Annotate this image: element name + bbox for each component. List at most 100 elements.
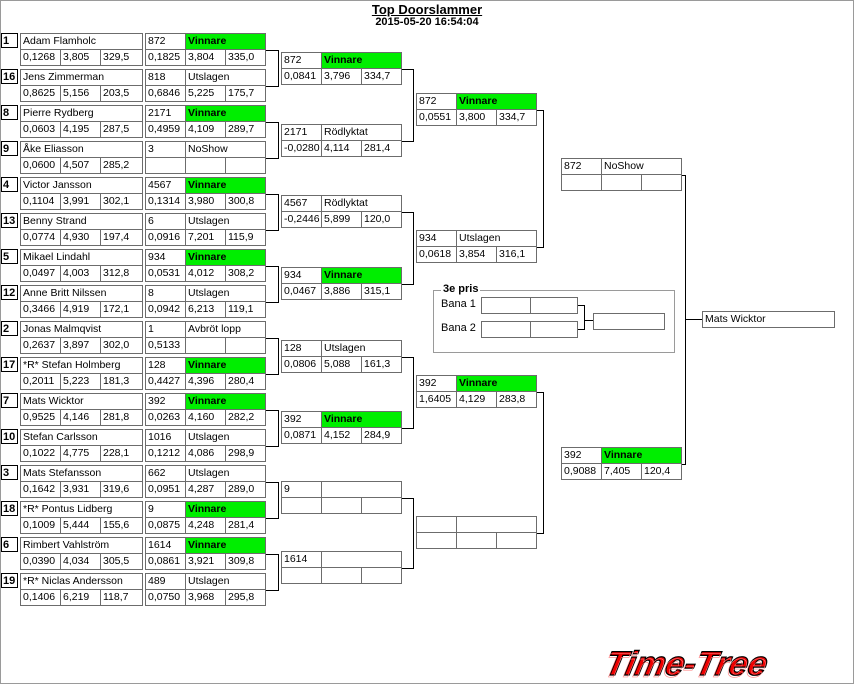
- lane-1-label: Bana 1: [441, 298, 476, 310]
- racer-speed: 181,3: [100, 373, 143, 390]
- round4-car: 392: [561, 447, 602, 464]
- race-reaction-time: 0,0951: [145, 481, 186, 498]
- round3-speed: 316,1: [496, 246, 537, 263]
- racer-name[interactable]: Mats Wicktor: [20, 393, 143, 410]
- bracket-line: [686, 319, 702, 320]
- bracket-line: [278, 410, 279, 447]
- race-reaction-time: 0,6846: [145, 85, 186, 102]
- racer-elapsed-time: 5,156: [60, 85, 101, 102]
- race-elapsed-time: 4,086: [185, 445, 226, 462]
- round2-elapsed-time: [321, 497, 362, 514]
- round4-result: NoShow: [601, 158, 682, 175]
- bracket-line: [578, 329, 585, 330]
- race-elapsed-time: [185, 157, 226, 174]
- race-result: Utslagen: [185, 285, 266, 302]
- race-result: Vinnare: [185, 105, 266, 122]
- racer-speed: 281,8: [100, 409, 143, 426]
- third-lane2-result: [530, 321, 578, 338]
- race-result: Utslagen: [185, 573, 266, 590]
- race-elapsed-time: 7,201: [185, 229, 226, 246]
- seed-number: 3: [1, 465, 18, 480]
- racer-reaction-time: 0,1009: [20, 517, 61, 534]
- round2-elapsed-time: 4,152: [321, 427, 362, 444]
- racer-elapsed-time: 3,931: [60, 481, 101, 498]
- race-elapsed-time: [185, 337, 226, 354]
- race-speed: 298,9: [225, 445, 266, 462]
- racer-name[interactable]: Jonas Malmqvist: [20, 321, 143, 338]
- racer-elapsed-time: 5,223: [60, 373, 101, 390]
- racer-name[interactable]: Åke Eliasson: [20, 141, 143, 158]
- race-speed: 300,8: [225, 193, 266, 210]
- racer-name[interactable]: *R* Niclas Andersson: [20, 573, 143, 590]
- racer-name[interactable]: Victor Jansson: [20, 177, 143, 194]
- race-elapsed-time: 6,213: [185, 301, 226, 318]
- race-result: Vinnare: [185, 501, 266, 518]
- third-place-winner: [593, 313, 665, 330]
- race-speed: 175,7: [225, 85, 266, 102]
- racer-reaction-time: 0,1022: [20, 445, 61, 462]
- round4-elapsed-time: 7,405: [601, 463, 642, 480]
- racer-elapsed-time: 6,219: [60, 589, 101, 606]
- race-reaction-time: 0,0263: [145, 409, 186, 426]
- racer-name[interactable]: Stefan Carlsson: [20, 429, 143, 446]
- round2-result: [321, 551, 402, 568]
- racer-speed: 312,8: [100, 265, 143, 282]
- racer-name[interactable]: *R* Stefan Holmberg: [20, 357, 143, 374]
- racer-reaction-time: 0,8625: [20, 85, 61, 102]
- racer-name[interactable]: Benny Strand: [20, 213, 143, 230]
- race-car-number: 818: [145, 69, 186, 86]
- race-elapsed-time: 4,248: [185, 517, 226, 534]
- race-speed: 282,2: [225, 409, 266, 426]
- race-car-number: 662: [145, 465, 186, 482]
- racer-speed: 197,4: [100, 229, 143, 246]
- racer-name[interactable]: Adam Flamholc: [20, 33, 143, 50]
- race-result: Avbröt lopp: [185, 321, 266, 338]
- round2-result: Utslagen: [321, 340, 402, 357]
- round2-car: 872: [281, 52, 322, 69]
- bracket-line: [402, 284, 414, 285]
- bracket-line: [685, 175, 686, 465]
- racer-name[interactable]: Rimbert Vahlström: [20, 537, 143, 554]
- champion-name[interactable]: Mats Wicktor: [702, 311, 835, 328]
- racer-reaction-time: 0,1268: [20, 49, 61, 66]
- bracket-line: [266, 266, 279, 267]
- bracket-line: [266, 338, 279, 339]
- round2-car: 2171: [281, 124, 322, 141]
- racer-elapsed-time: 4,507: [60, 157, 101, 174]
- racer-speed: 302,1: [100, 193, 143, 210]
- bracket-line: [266, 518, 279, 519]
- round3-result: [456, 516, 537, 533]
- race-car-number: 1016: [145, 429, 186, 446]
- racer-name[interactable]: Pierre Rydberg: [20, 105, 143, 122]
- svg-text:Time-Tree: Time-Tree: [606, 647, 770, 680]
- race-speed: 335,0: [225, 49, 266, 66]
- race-result: Vinnare: [185, 177, 266, 194]
- bracket-line: [413, 357, 414, 429]
- round4-reaction-time: [561, 174, 602, 191]
- race-elapsed-time: 3,980: [185, 193, 226, 210]
- round2-reaction-time: -0,2446: [281, 211, 322, 228]
- third-place-box: [433, 290, 675, 353]
- racer-name[interactable]: Jens Zimmerman: [20, 69, 143, 86]
- racer-name[interactable]: Mats Stefansson: [20, 465, 143, 482]
- race-result: Vinnare: [185, 357, 266, 374]
- racer-name[interactable]: *R* Pontus Lidberg: [20, 501, 143, 518]
- race-result: Vinnare: [185, 249, 266, 266]
- round2-result: Rödlyktat: [321, 124, 402, 141]
- race-car-number: 8: [145, 285, 186, 302]
- round2-reaction-time: 0,0806: [281, 356, 322, 373]
- round2-elapsed-time: 3,796: [321, 68, 362, 85]
- bracket-line: [278, 194, 279, 231]
- round2-reaction-time: 0,0841: [281, 68, 322, 85]
- racer-elapsed-time: 3,897: [60, 337, 101, 354]
- race-elapsed-time: 4,160: [185, 409, 226, 426]
- bracket-line: [402, 212, 414, 213]
- race-speed: 308,2: [225, 265, 266, 282]
- racer-name[interactable]: Mikael Lindahl: [20, 249, 143, 266]
- seed-number: 18: [1, 501, 18, 516]
- bracket-line: [266, 86, 279, 87]
- race-speed: 289,0: [225, 481, 266, 498]
- round2-car: 1614: [281, 551, 322, 568]
- bracket-line: [585, 320, 593, 321]
- racer-name[interactable]: Anne Britt Nilssen: [20, 285, 143, 302]
